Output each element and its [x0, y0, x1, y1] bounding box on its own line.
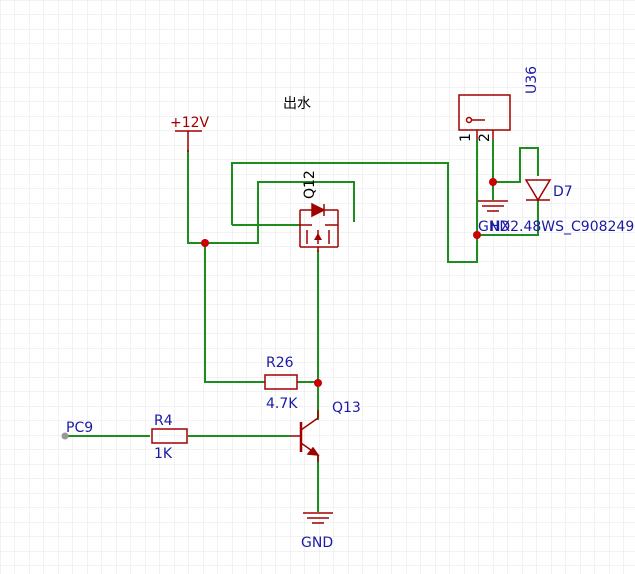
resistor-r26: [264, 374, 298, 390]
u36-pin1-label: 1: [458, 133, 474, 142]
wire-12v-rail: [187, 150, 205, 244]
u36-ref-label: U36: [524, 66, 540, 94]
gnd-top-label: GND: [478, 219, 510, 235]
gnd-bottom-label: GND: [301, 535, 333, 551]
junction-dot: [314, 379, 322, 387]
r26-value-label: 4.7K: [266, 396, 298, 412]
power-12v-symbol: [175, 130, 202, 152]
wires: [65, 140, 539, 512]
resistor-r4: [151, 428, 188, 444]
r4-ref-label: R4: [154, 413, 173, 429]
r26-ref-label: R26: [266, 355, 294, 371]
junction-dot: [473, 231, 481, 239]
junctions: [201, 178, 497, 387]
q13-ref-label: Q13: [332, 400, 361, 416]
junction-dot: [489, 178, 497, 186]
ground-symbol-bottom: [303, 512, 333, 524]
ground-symbol-top: [478, 200, 508, 212]
diode-d7: [524, 179, 552, 202]
mosfet-ref-label: Q12: [302, 170, 318, 199]
wire-mosfet-loop: [205, 181, 355, 244]
power-12v-label: +12V: [170, 115, 210, 131]
pc9-net-flag: [61, 432, 69, 440]
connector-u36-pins: [465, 116, 494, 140]
r4-value-label: 1K: [154, 446, 173, 462]
u36-part-label: HX2.48WS_C908249: [490, 219, 634, 235]
junction-dot: [201, 239, 209, 247]
wire-diode-top: [493, 147, 539, 183]
wire-drain-to-connector: [231, 162, 478, 263]
wire-to-r26: [204, 243, 265, 383]
pc9-label: PC9: [66, 420, 93, 436]
transistor-q13: [290, 410, 320, 462]
mosfet-q12: [299, 202, 339, 252]
schematic-title: 出水: [283, 96, 311, 112]
wire-diode-bottom: [477, 200, 539, 236]
d7-ref-label: D7: [553, 184, 573, 200]
connector-u36-body: [458, 94, 511, 131]
u36-pin2-label: 2: [477, 133, 493, 142]
